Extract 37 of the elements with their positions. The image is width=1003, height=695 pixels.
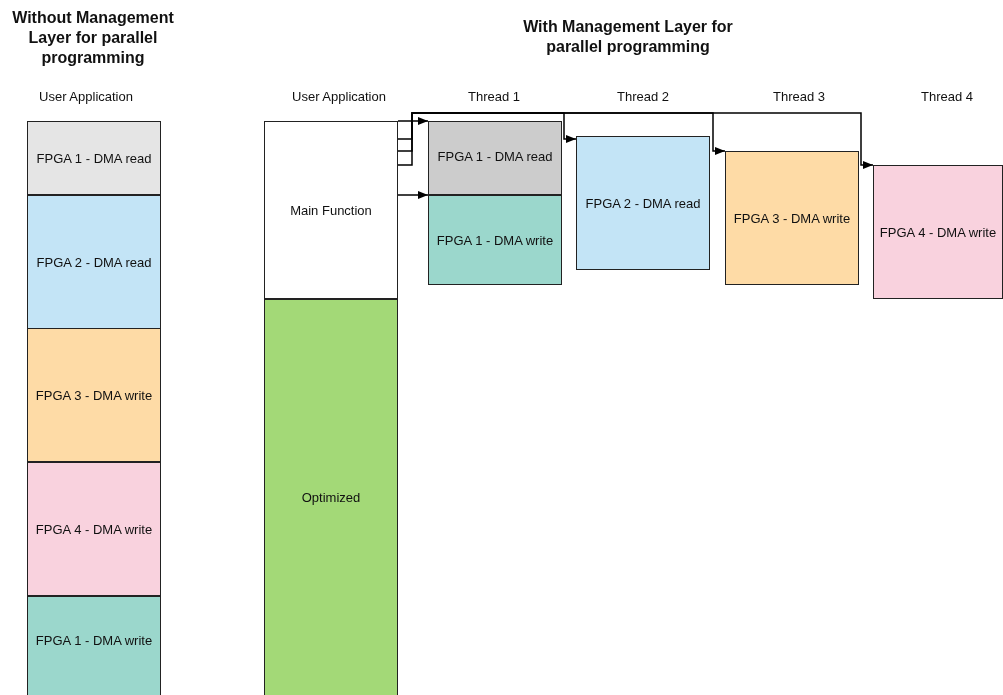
box-label: FPGA 4 - DMA write xyxy=(35,521,153,537)
column-header: User Application xyxy=(38,89,134,106)
arrow xyxy=(397,191,429,199)
arrow xyxy=(397,112,726,155)
box-label: Main Function xyxy=(290,202,372,218)
process-box xyxy=(27,462,161,596)
box-label: FPGA 1 - DMA write xyxy=(436,232,554,248)
box-label: FPGA 2 - DMA read xyxy=(585,195,701,211)
process-box xyxy=(27,121,161,195)
process-box xyxy=(873,165,1003,299)
box-label: FPGA 3 - DMA write xyxy=(35,387,153,403)
column-header: Thread 2 xyxy=(615,89,670,106)
section-heading: With Management Layer for parallel programming xyxy=(522,17,734,57)
arrow xyxy=(397,112,874,169)
section-heading: Without Management Layer for parallel programming xyxy=(11,8,175,68)
process-box xyxy=(428,121,562,195)
column-header: Thread 1 xyxy=(466,89,521,106)
arrow xyxy=(397,112,577,143)
box-label: FPGA 2 - DMA read xyxy=(36,254,152,270)
box-label: FPGA 1 - DMA read xyxy=(36,150,152,166)
process-box xyxy=(27,596,161,695)
process-box xyxy=(264,121,398,299)
process-box xyxy=(576,136,710,270)
box-label: FPGA 1 - DMA write xyxy=(35,632,153,648)
process-box xyxy=(428,195,562,285)
column-header: User Application xyxy=(291,89,387,106)
box-label: FPGA 1 - DMA read xyxy=(437,148,553,164)
box-label: FPGA 3 - DMA write xyxy=(733,210,851,226)
column-header: Thread 4 xyxy=(919,89,974,106)
box-label: Optimized xyxy=(301,490,361,505)
process-box xyxy=(27,195,161,329)
box-label: FPGA 4 - DMA write xyxy=(879,224,997,240)
process-box xyxy=(725,151,859,285)
process-box xyxy=(27,328,161,462)
column-header: Thread 3 xyxy=(771,89,826,106)
process-box xyxy=(264,299,398,695)
arrow xyxy=(397,117,429,125)
